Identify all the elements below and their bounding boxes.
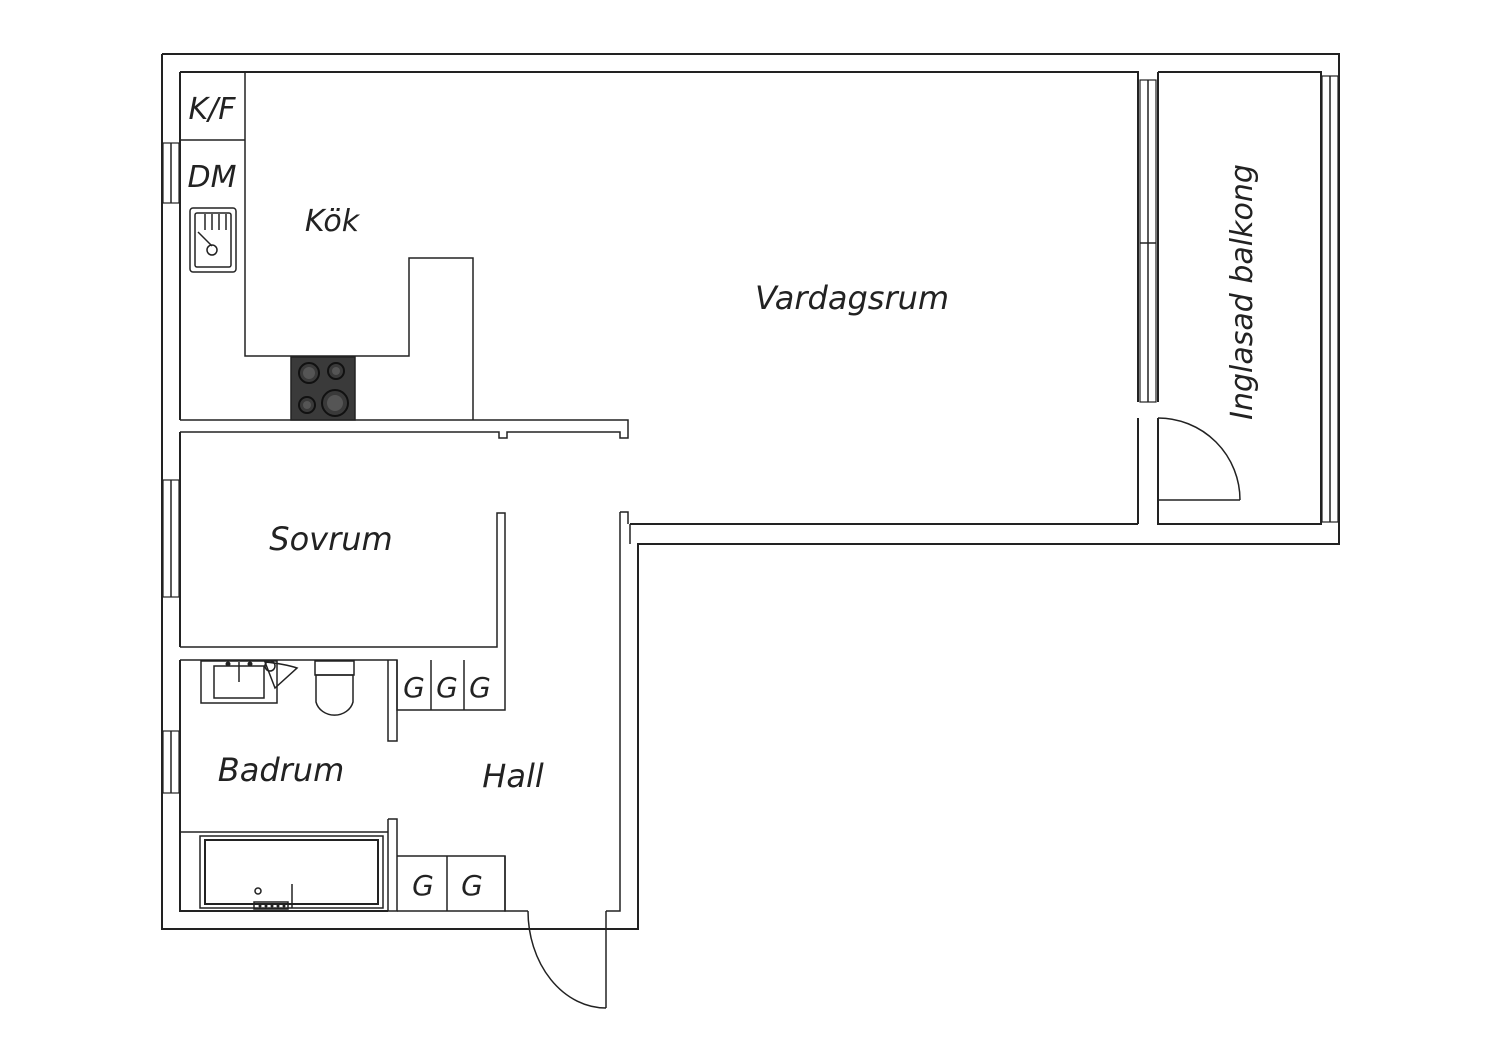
interior-walls bbox=[180, 72, 631, 912]
wardrobe-label: G bbox=[436, 671, 458, 704]
outer-walls bbox=[161, 53, 1340, 930]
wardrobe-label: G bbox=[461, 869, 483, 902]
wardrobe-label: G bbox=[469, 671, 491, 704]
doors bbox=[527, 417, 1241, 1009]
wardrobe-label: G bbox=[403, 671, 425, 704]
bathroom-label: Badrum bbox=[218, 751, 344, 789]
fridge-freezer-label: K/F bbox=[188, 92, 236, 127]
wardrobe-label: G bbox=[412, 869, 434, 902]
stove-icon bbox=[290, 356, 356, 421]
balcony-label: Inglasad balkong bbox=[1225, 164, 1260, 420]
toilet-icon bbox=[314, 660, 355, 716]
bathroom-sink-icon bbox=[200, 660, 299, 704]
windows bbox=[162, 75, 1339, 794]
kitchen-label: Kök bbox=[305, 204, 361, 239]
bedroom-label: Sovrum bbox=[269, 520, 392, 558]
dishwasher-label: DM bbox=[188, 160, 237, 195]
hall-label: Hall bbox=[482, 757, 544, 795]
living-room-label: Vardagsrum bbox=[755, 279, 949, 317]
kitchen-sink-icon bbox=[189, 207, 237, 273]
bathtub-icon bbox=[199, 835, 384, 910]
